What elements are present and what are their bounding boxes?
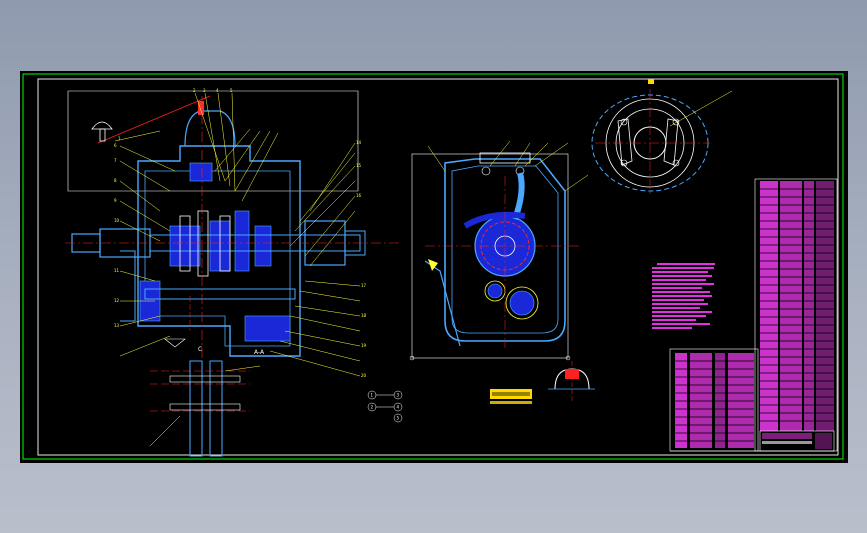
section-label-aa: A-A [254, 349, 265, 356]
side-view-leaders [427, 140, 589, 192]
svg-text:12: 12 [114, 298, 120, 303]
svg-text:3: 3 [203, 88, 206, 93]
svg-text:8: 8 [114, 178, 117, 183]
svg-text:5: 5 [397, 416, 400, 421]
part-leader-numbers: 1 2 3 4 5 6 7 8 9 10 11 12 13 14 15 16 1… [114, 88, 367, 378]
note-box [490, 389, 532, 399]
drawing-frame [37, 78, 839, 456]
svg-text:3: 3 [397, 393, 400, 398]
outer-border [22, 73, 844, 460]
svg-text:11: 11 [114, 268, 120, 273]
part-leader-lines [114, 92, 361, 447]
cad-drawing-canvas: C A-A 1 2 3 4 5 6 7 8 9 10 11 12 13 14 1… [20, 71, 848, 463]
main-section-view: C A-A [65, 90, 400, 457]
svg-text:7: 7 [114, 158, 117, 163]
parts-list-lower [669, 348, 759, 452]
svg-text:14: 14 [356, 140, 362, 145]
svg-text:13: 13 [114, 323, 120, 328]
side-section-view [409, 152, 580, 361]
section-label-c: C [198, 346, 202, 353]
drawing-sheet: C A-A 1 2 3 4 5 6 7 8 9 10 11 12 13 14 1… [20, 71, 848, 463]
svg-text:15: 15 [356, 163, 362, 168]
svg-text:2: 2 [193, 88, 196, 93]
svg-text:4: 4 [216, 88, 219, 93]
svg-text:4: 4 [397, 405, 400, 410]
svg-text:6: 6 [114, 143, 117, 148]
svg-text:16: 16 [356, 193, 362, 198]
parts-list-table [754, 178, 838, 452]
svg-text:5: 5 [230, 88, 233, 93]
technical-notes [652, 263, 715, 329]
svg-text:17: 17 [361, 283, 367, 288]
svg-text:2: 2 [371, 405, 374, 410]
end-view [591, 79, 733, 197]
svg-text:20: 20 [361, 373, 367, 378]
small-detail-view [548, 361, 595, 401]
svg-text:1: 1 [371, 393, 374, 398]
balloon-callouts: 1 2 3 4 5 [367, 390, 403, 423]
svg-text:1: 1 [118, 136, 121, 141]
title-block [670, 430, 835, 452]
svg-text:19: 19 [361, 343, 367, 348]
svg-text:18: 18 [361, 313, 367, 318]
svg-text:9: 9 [114, 198, 117, 203]
svg-text:10: 10 [114, 218, 120, 223]
